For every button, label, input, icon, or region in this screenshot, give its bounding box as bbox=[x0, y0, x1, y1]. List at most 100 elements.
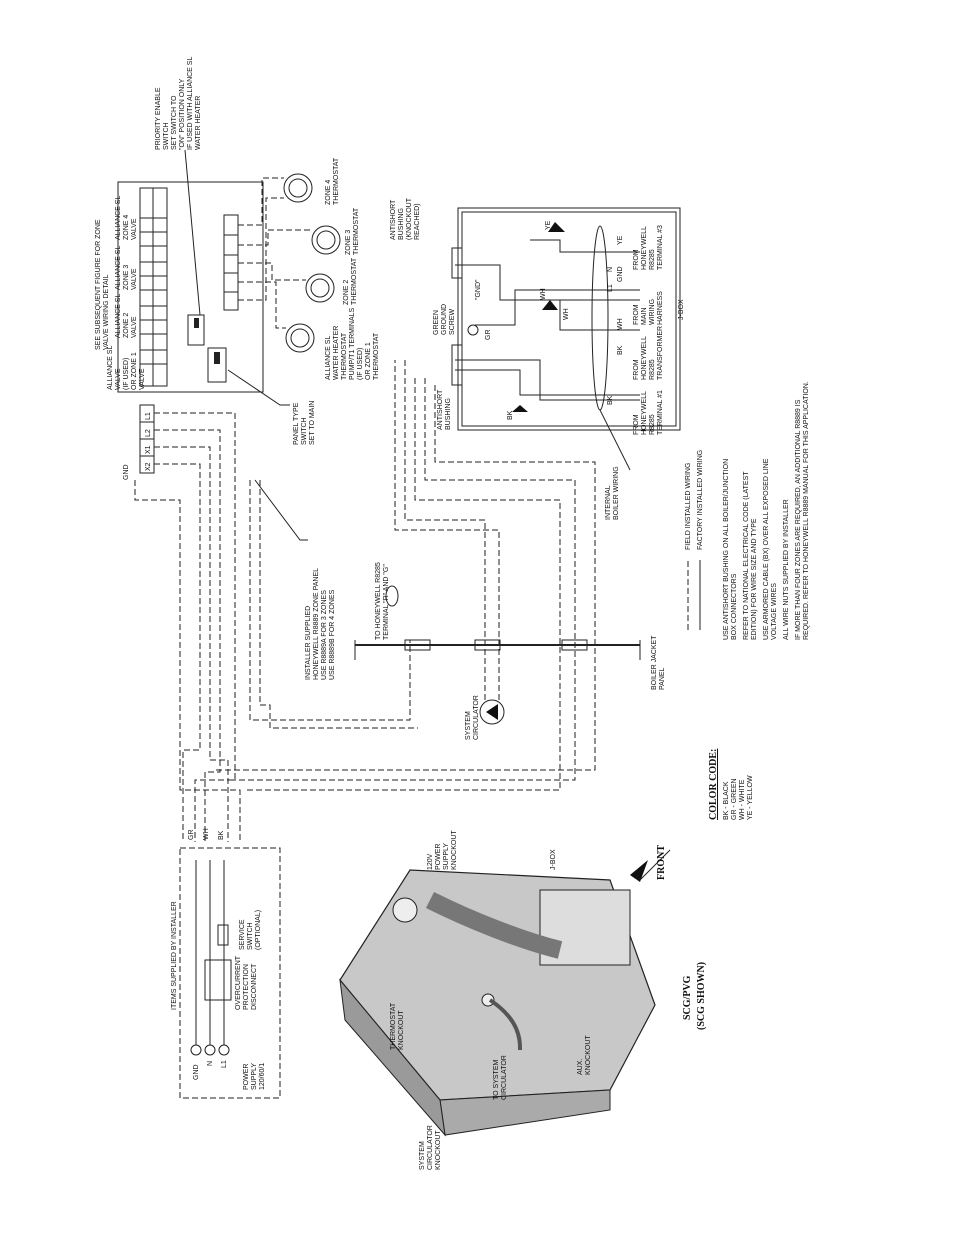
valve-1-line-2: VALVE bbox=[115, 368, 122, 390]
jbox-dashed-wiring bbox=[215, 378, 596, 791]
svg-text:FROM MAIN WIRING: FROM MAIN WIRING HARNESS bbox=[633, 291, 664, 325]
installer-line-2: HONEYWELL R8889 ZONE PANEL bbox=[313, 568, 320, 680]
valve-4-line-1: ALLIANCE SL bbox=[115, 196, 122, 240]
aux-knockout-line-1: AUX. bbox=[577, 1059, 584, 1075]
power-knockout-icon bbox=[392, 897, 418, 923]
valve-1-line-5: VALVE bbox=[139, 368, 146, 390]
jbox-wire-gr: GR bbox=[485, 330, 492, 341]
power-knockout-line-2: POWER bbox=[435, 844, 442, 870]
note-9: REQUIRED. REFER TO HONEYWELL R8889 MANUA… bbox=[803, 381, 810, 640]
from-4-line-1: FROM bbox=[633, 249, 640, 270]
legend-factory: FACTORY INSTALLED WIRING bbox=[697, 450, 704, 550]
service-switch-icon bbox=[217, 924, 229, 946]
valve-1-line-3: (IF USED) bbox=[123, 358, 130, 390]
priority-switch-label: PRIORITY ENABLE SWITCH SET SWITCH TO "ON… bbox=[155, 57, 202, 316]
jbox-wire-bk: BK bbox=[507, 410, 514, 420]
tstat-4-line-2: THERMOSTAT bbox=[333, 157, 340, 205]
valve-4-line-2: ZONE 4 bbox=[123, 215, 130, 240]
jbox-wire-bk-2: BK bbox=[607, 395, 614, 405]
jbox-wire-wh-2: WH bbox=[563, 308, 570, 320]
panel-switch-line-3: SET TO MAIN bbox=[309, 401, 316, 445]
svg-text:SYSTEM CIRCULATOR: SYSTEM CIRCULATOR KNOCKOUT bbox=[419, 1123, 442, 1170]
jbox-wire-ye-2: YE bbox=[617, 235, 624, 245]
to-honeywell-line-2: TERMINAL "R" AND "G" bbox=[383, 564, 390, 640]
tstat-knockout-line-1: THERMOSTAT bbox=[390, 1002, 397, 1050]
svg-text:POWER SUPPLY 120/6: POWER SUPPLY 120/60/1 bbox=[243, 1061, 266, 1090]
antishort-bushing-bottom bbox=[451, 344, 463, 386]
ps-gnd: GND bbox=[193, 1064, 200, 1080]
color-bk: BK - BLACK bbox=[723, 781, 730, 820]
valve-1-line-1: ALLIANCE SL bbox=[107, 346, 114, 390]
jbox-wire-n: N bbox=[607, 267, 614, 272]
antishort-bushing-top bbox=[451, 247, 463, 279]
installer-line-3: USE R8889A FOR 3 ZONES bbox=[321, 590, 328, 680]
tstat-1-line-2: WATER HEATER bbox=[333, 326, 340, 380]
tstat-2-line-2: THERMOSTAT bbox=[351, 257, 358, 305]
svg-text:SERVICE SWITCH (OP: SERVICE SWITCH (OPTIONAL) bbox=[239, 910, 262, 950]
valve-2-line-3: VALVE bbox=[131, 316, 138, 338]
circulator-line-1: SYSTEM bbox=[465, 711, 472, 740]
priority-line-1: PRIORITY ENABLE bbox=[155, 87, 162, 150]
svg-text:120V POWER SUPPLY: 120V POWER SUPPLY KNOCKOUT bbox=[427, 830, 458, 870]
ground-screw-icon bbox=[467, 324, 479, 336]
priority-line-2: SWITCH bbox=[163, 122, 170, 150]
color-code: COLOR CODE: BK - BLACK GR - GREEN WH - W… bbox=[708, 749, 754, 820]
priority-enable-switch[interactable] bbox=[187, 314, 205, 346]
antishort-bottom-line-1: ANTISHORT bbox=[437, 389, 444, 430]
power-line-3: 120/60/1 bbox=[259, 1063, 266, 1090]
priority-line-4: "ON" POSITION ONLY bbox=[179, 78, 186, 150]
power-line-2: SUPPLY bbox=[251, 1063, 258, 1090]
thermostat-wiring bbox=[238, 177, 312, 329]
flue-pipe bbox=[425, 891, 563, 959]
see-figure-line-2: VALVE WIRING DETAIL bbox=[103, 274, 110, 350]
overcurrent-line-1: OVERCURRENT bbox=[235, 955, 242, 1010]
note-7: ALL WIRE NUTS SUPPLIED BY INSTALLER bbox=[783, 499, 790, 640]
from-3-line-1: FROM bbox=[633, 304, 640, 325]
power-line-1: POWER bbox=[243, 1064, 250, 1090]
installer-line-1: INSTALLER SUPPLIED bbox=[305, 606, 312, 680]
tstat-1-line-4: PUMP/T1 TERMINALS bbox=[349, 307, 356, 380]
svg-text:ALLIANCE SL ZONE 4: ALLIANCE SL ZONE 4 VALVE bbox=[115, 194, 138, 240]
jbox-outline bbox=[457, 207, 681, 431]
note-4: EDITION) FOR WIRE SIZE AND TYPE bbox=[751, 518, 758, 640]
antishort-top-line-1: ANTISHORT bbox=[390, 199, 397, 240]
jbox-label: J-BOX bbox=[678, 299, 685, 320]
circ-knockout-line-3: KNOCKOUT bbox=[435, 1130, 442, 1170]
terminal-l2: L2 bbox=[145, 429, 152, 437]
valve-3-line-1: ALLIANCE SL bbox=[115, 246, 122, 290]
tstat-3-line-1: ZONE 3 bbox=[345, 230, 352, 255]
priority-line-5: IF USED WITH ALLIANCE SL bbox=[187, 57, 194, 150]
service-line-3: (OPTIONAL) bbox=[255, 910, 262, 950]
tstat-4-line-1: ZONE 4 bbox=[325, 180, 332, 205]
terminal-l1: L1 bbox=[145, 412, 152, 420]
internal-line-1: INTERNAL bbox=[605, 485, 612, 520]
shown-label: (SCG SHOWN) bbox=[696, 962, 707, 1030]
note-6: VOLTAGE WIRES bbox=[771, 583, 778, 640]
note-8: IF MORE THAN FOUR ZONES ARE REQUIRED, AN… bbox=[795, 399, 802, 640]
to-circ-line-2: CIRCULATOR bbox=[501, 1055, 508, 1100]
color-wh: WH - WHITE bbox=[739, 779, 746, 820]
antishort-top-line-4: REACHED) bbox=[414, 203, 421, 240]
jbox-wire-l1: L1 bbox=[607, 284, 614, 292]
legend-field: FIELD INSTALLED WIRING bbox=[685, 463, 692, 550]
tstat-1-line-7: THERMOSTAT bbox=[373, 332, 380, 380]
service-line-2: SWITCH bbox=[247, 922, 254, 950]
zone-3-thermostat-icon bbox=[311, 225, 341, 255]
svg-text:PANEL TYPE SWITCH: PANEL TYPE SWITCH SET TO MAIN bbox=[293, 401, 316, 445]
aux-knockout-line-2: KNOCKOUT bbox=[585, 1035, 592, 1075]
boiler-jbox-label: J-BOX bbox=[550, 849, 557, 870]
tstat-1-line-6: OR ZONE 1 bbox=[365, 342, 372, 380]
ground-screw-line-2: GROUND bbox=[441, 304, 448, 335]
svg-text:AUX. KNOCKOUT: AUX. KNOCKOUT bbox=[577, 1035, 592, 1075]
service-line-1: SERVICE bbox=[239, 919, 246, 950]
tstat-knockout-line-2: KNOCKOUT bbox=[398, 1010, 405, 1050]
panel-switch-label: PANEL TYPE SWITCH SET TO MAIN bbox=[227, 369, 316, 445]
panel-type-switch[interactable] bbox=[207, 347, 227, 383]
from-4-line-3: R8285 bbox=[649, 249, 656, 270]
note-2: BOX CONNECTORS bbox=[731, 573, 738, 640]
overcurrent-line-2: PROTECTION bbox=[243, 964, 250, 1010]
front-arrow-icon bbox=[630, 860, 648, 882]
from-3-line-3: WIRING bbox=[649, 299, 656, 325]
circulator-icon bbox=[479, 699, 505, 725]
svg-text:ALLIANCE SL VALVE: ALLIANCE SL VALVE (IF USED) OR ZONE 1 VA… bbox=[107, 344, 146, 390]
